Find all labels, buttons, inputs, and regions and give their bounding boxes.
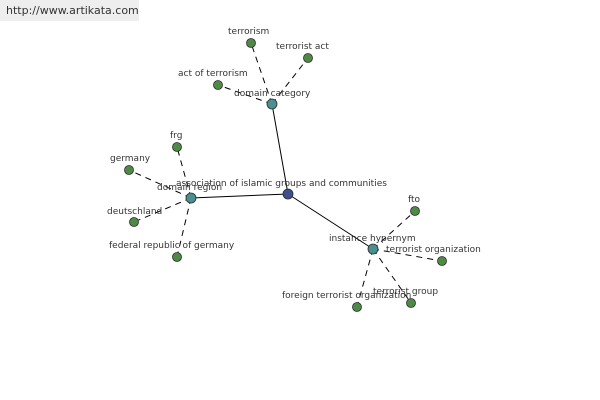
graph-nodes (124, 38, 447, 312)
leaf-node-frg[interactable] (172, 142, 182, 152)
hub-node-domain-region[interactable] (185, 192, 197, 204)
graph-edges (128, 42, 443, 308)
edge-root-to-instance-hypernym (287, 193, 374, 250)
leaf-node-label-frg: frg (170, 131, 182, 141)
edge-instance-hypernym-to-terrorist-organization (372, 248, 443, 262)
leaf-node-federal-republic-of-germany[interactable] (172, 252, 182, 262)
leaf-node-label-terrorism: terrorism (228, 27, 269, 37)
root-node-label: association of islamic groups and commun… (176, 179, 387, 189)
graph-labels: association of islamic groups and commun… (107, 27, 481, 301)
edge-domain-region-to-frg (176, 146, 192, 199)
hub-node-domain-category[interactable] (266, 98, 278, 110)
edge-domain-category-to-terrorist-act (271, 57, 309, 105)
hub-node-label-domain-region: domain region (157, 183, 222, 193)
edge-domain-category-to-act-of-terrorism (217, 84, 273, 105)
hub-node-label-instance-hypernym: instance hypernym (329, 234, 416, 244)
leaf-node-label-fto: fto (408, 195, 421, 205)
leaf-node-terrorist-organization[interactable] (437, 256, 447, 266)
leaf-node-germany[interactable] (124, 165, 134, 175)
leaf-node-label-terrorist-organization: terrorist organization (386, 245, 481, 255)
hub-node-instance-hypernym[interactable] (367, 243, 379, 255)
leaf-node-deutschland[interactable] (129, 217, 139, 227)
leaf-node-terrorist-act[interactable] (303, 53, 313, 63)
leaf-node-label-federal-republic-of-germany: federal republic of germany (109, 241, 235, 251)
hub-node-label-domain-category: domain category (234, 89, 311, 99)
leaf-node-act-of-terrorism[interactable] (213, 80, 223, 90)
leaf-node-fto[interactable] (410, 206, 420, 216)
site-watermark: http://www.artikata.com (0, 0, 139, 21)
edge-root-to-domain-category (271, 103, 289, 195)
edge-root-to-domain-region (190, 193, 289, 199)
root-node[interactable] (282, 188, 294, 200)
leaf-node-label-act-of-terrorism: act of terrorism (178, 69, 248, 79)
leaf-node-foreign-terrorist-organization[interactable] (352, 302, 362, 312)
leaf-node-terrorist-group[interactable] (406, 298, 416, 308)
leaf-node-label-germany: germany (110, 154, 151, 164)
leaf-node-label-foreign-terrorist-organization: foreign terrorist organization (282, 291, 411, 301)
edge-instance-hypernym-to-fto (372, 210, 416, 250)
leaf-node-label-terrorist-act: terrorist act (276, 42, 329, 52)
edge-domain-region-to-germany (128, 169, 192, 199)
leaf-node-label-terrorist-group: terrorist group (373, 287, 438, 297)
leaf-node-terrorism[interactable] (246, 38, 256, 48)
edge-instance-hypernym-to-terrorist-group (372, 248, 412, 304)
leaf-node-label-deutschland: deutschland (107, 207, 162, 217)
